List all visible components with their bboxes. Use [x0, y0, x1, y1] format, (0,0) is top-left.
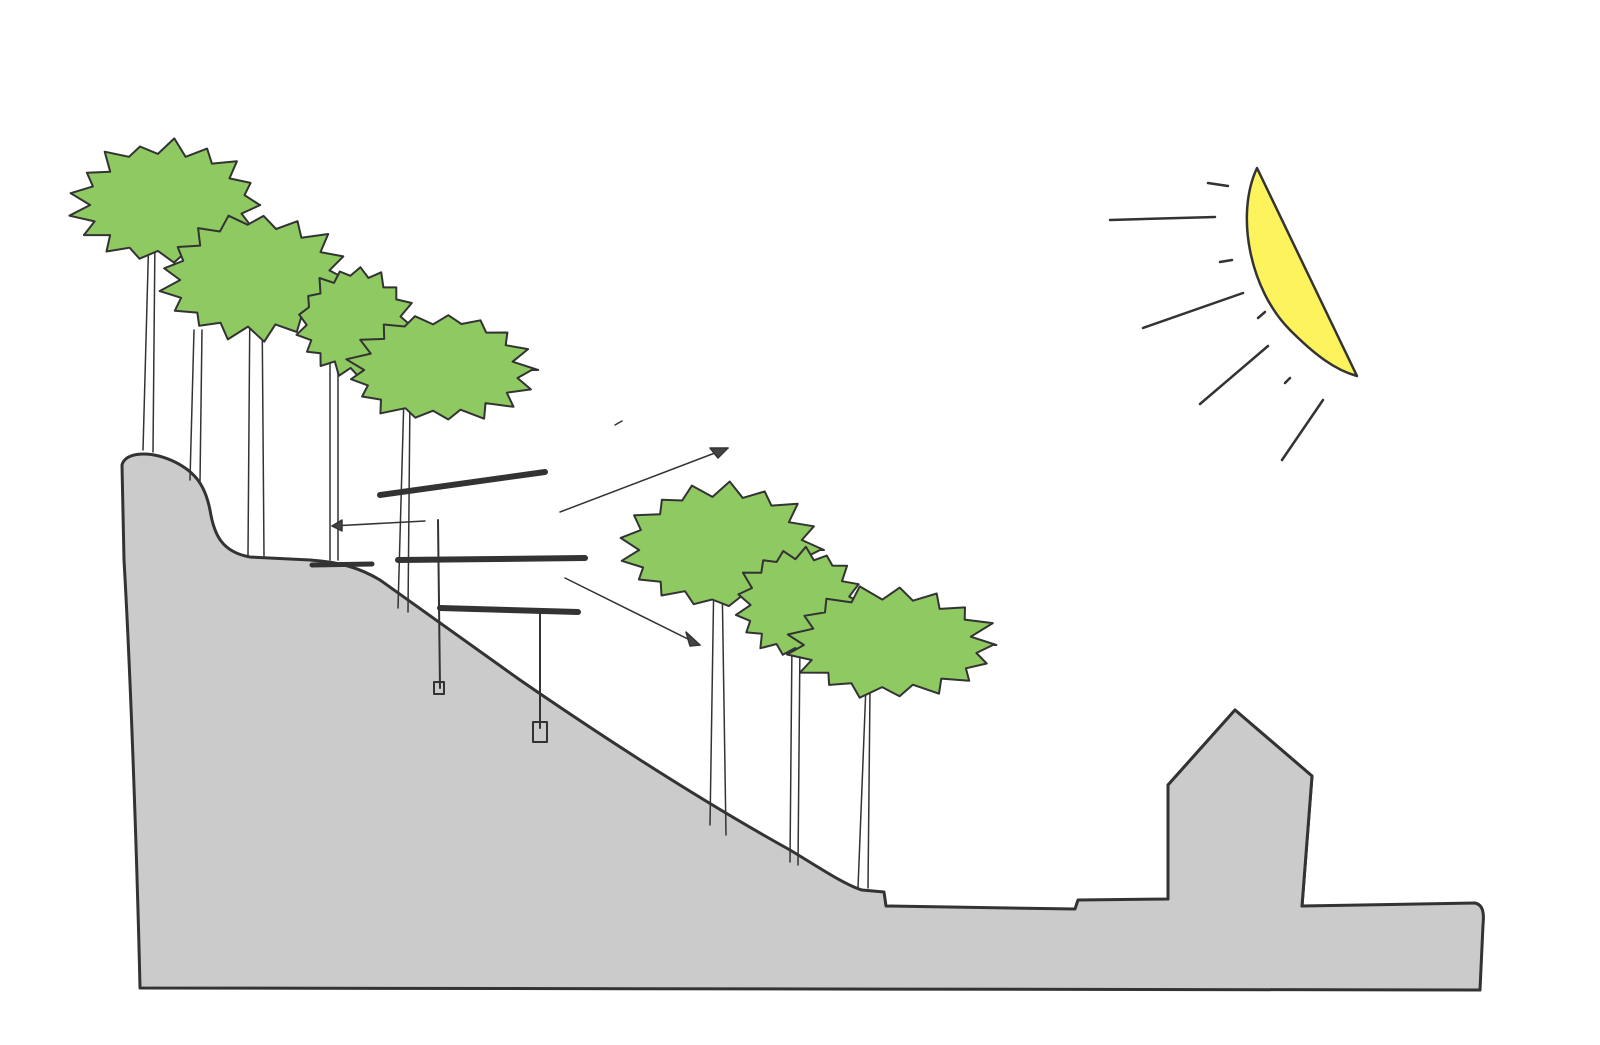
platform-3 [395, 555, 588, 563]
platform-1 [377, 469, 548, 498]
ground-hill [120, 452, 1485, 992]
tree-canopy [158, 214, 349, 343]
platform-2 [309, 561, 375, 568]
tree-canopies [68, 137, 998, 699]
platforms [309, 469, 588, 743]
sun-icon [1108, 166, 1359, 462]
tree-trunks [142, 229, 871, 889]
arrow-right-up-icon [559, 447, 729, 513]
house [1166, 708, 1314, 908]
airflow-arrows [331, 420, 729, 647]
arrow-left-icon [331, 519, 426, 532]
arrow-down-right-icon [564, 577, 701, 647]
sun-rays [1108, 181, 1325, 462]
platform-4 [437, 605, 581, 615]
tree-canopy [786, 585, 998, 699]
tree-canopy [345, 314, 540, 421]
